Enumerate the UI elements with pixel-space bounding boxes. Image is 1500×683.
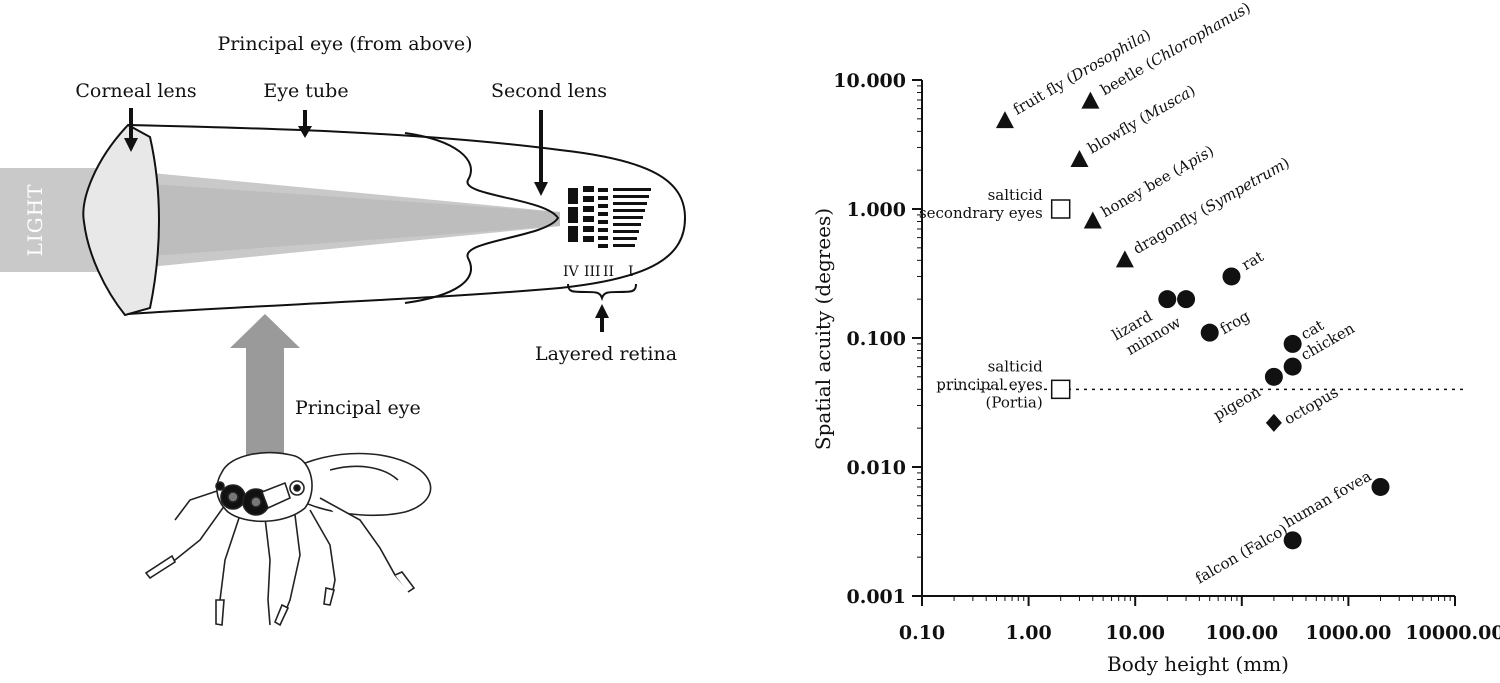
x-tick-label: 10.00	[1105, 622, 1165, 644]
circle-point	[1371, 477, 1390, 496]
circle-point	[1283, 357, 1302, 376]
y-tick-label: 10.000	[833, 70, 906, 92]
retina-layer-iv: IV	[563, 264, 580, 280]
retina-layer-ii: II	[603, 264, 614, 280]
eye-tube-outline	[127, 124, 687, 315]
diagram-arrows	[124, 108, 609, 332]
point-label: octopus	[1281, 383, 1341, 428]
point-label-part: Sympetrum	[1202, 156, 1288, 216]
triangle-point	[995, 111, 1014, 129]
second-lens-label: Second lens	[491, 80, 607, 102]
point-label-part: falcon (Falco)	[1192, 520, 1291, 587]
x-tick-label: 0.10	[899, 622, 945, 644]
circle-point	[1264, 367, 1283, 386]
light-cone	[150, 184, 560, 256]
circle-point	[1283, 334, 1302, 353]
open-square-point	[1050, 199, 1071, 219]
point-label-line: salticid	[988, 357, 1043, 375]
circle-point	[1222, 267, 1241, 286]
circle-point	[1283, 531, 1302, 550]
triangle-point	[1083, 211, 1102, 229]
circle-point	[1177, 290, 1196, 309]
corneal-lens	[82, 123, 160, 317]
retina-layer-iii: III	[584, 264, 601, 280]
circle-point	[1158, 290, 1177, 309]
layered-retina-bars	[568, 186, 651, 248]
light-label: LIGHT	[23, 184, 47, 257]
x-tick-label: 1000.00	[1305, 622, 1391, 644]
point-label-line: principal eyes	[936, 375, 1042, 393]
retina-brace	[567, 283, 637, 302]
corneal-lens-label: Corneal lens	[75, 80, 196, 102]
point-label: rat	[1238, 247, 1266, 274]
open-square-point	[1050, 379, 1071, 400]
x-tick-label: 10000.00	[1405, 622, 1500, 644]
principal-eye-label: Principal eye	[295, 397, 421, 419]
point-label-line: (Portia)	[986, 393, 1043, 411]
data-points	[995, 91, 1390, 550]
point-label: frog	[1217, 307, 1253, 338]
point-label-part: fruit fly (	[1010, 69, 1077, 118]
x-ticks: 0.10 1.00 10.00 100.00 1000.00 10000.00	[899, 596, 1500, 644]
y-tick-label: 0.010	[847, 457, 907, 479]
layered-retina-label: Layered retina	[535, 343, 677, 365]
triangle-point	[1115, 250, 1134, 268]
point-label-part: dragonfly (	[1130, 201, 1211, 258]
acuity-chart: 10.000 1.000 0.100 0.010 0.001 0.10 1.00 10.00…	[811, 0, 1500, 676]
retina-layer-i: I	[628, 264, 634, 280]
eye-tube-label: Eye tube	[263, 80, 348, 102]
point-label-part: rat	[1238, 247, 1266, 274]
x-axis-label: Body height (mm)	[1107, 652, 1289, 676]
y-ticks: 10.000 1.000 0.100 0.010 0.001	[833, 70, 922, 608]
circle-point	[1200, 323, 1219, 342]
x-tick-label: 100.00	[1205, 622, 1278, 644]
point-labels: fruit fly (Drosophila)beetle (Chlorophan…	[919, 0, 1375, 588]
diamond-point	[1265, 413, 1282, 432]
point-label-part: frog	[1217, 307, 1253, 338]
point-label-part: blowfly (	[1084, 109, 1150, 157]
point-label: dragonfly (Sympetrum)	[1130, 153, 1293, 257]
point-label-part: Musca	[1140, 84, 1193, 125]
diagram-title: Principal eye (from above)	[217, 33, 472, 55]
x-tick-label: 1.00	[1005, 622, 1051, 644]
point-label: falcon (Falco)	[1192, 520, 1291, 587]
y-tick-label: 0.001	[847, 586, 907, 608]
spider-illustration	[144, 451, 432, 627]
point-label-part: Chlorophanus	[1147, 1, 1248, 70]
point-label: human fovea	[1281, 467, 1375, 532]
point-label-part: human fovea	[1281, 467, 1375, 532]
point-label-part: honey bee (	[1098, 161, 1184, 221]
second-lens-tube	[404, 132, 560, 304]
y-axis-label: Spatial acuity (degrees)	[811, 208, 835, 450]
principal-eye-arrow	[230, 314, 300, 478]
triangle-point	[1081, 91, 1100, 109]
point-label-line: secondrary eyes	[919, 204, 1043, 222]
point-label-line: salticid	[988, 186, 1043, 204]
eye-diagram: LIGHT IV III II I	[0, 33, 687, 627]
point-label-part: octopus	[1281, 383, 1341, 428]
y-tick-label: 1.000	[847, 199, 907, 221]
triangle-point	[1070, 149, 1089, 167]
y-tick-label: 0.100	[847, 328, 907, 350]
